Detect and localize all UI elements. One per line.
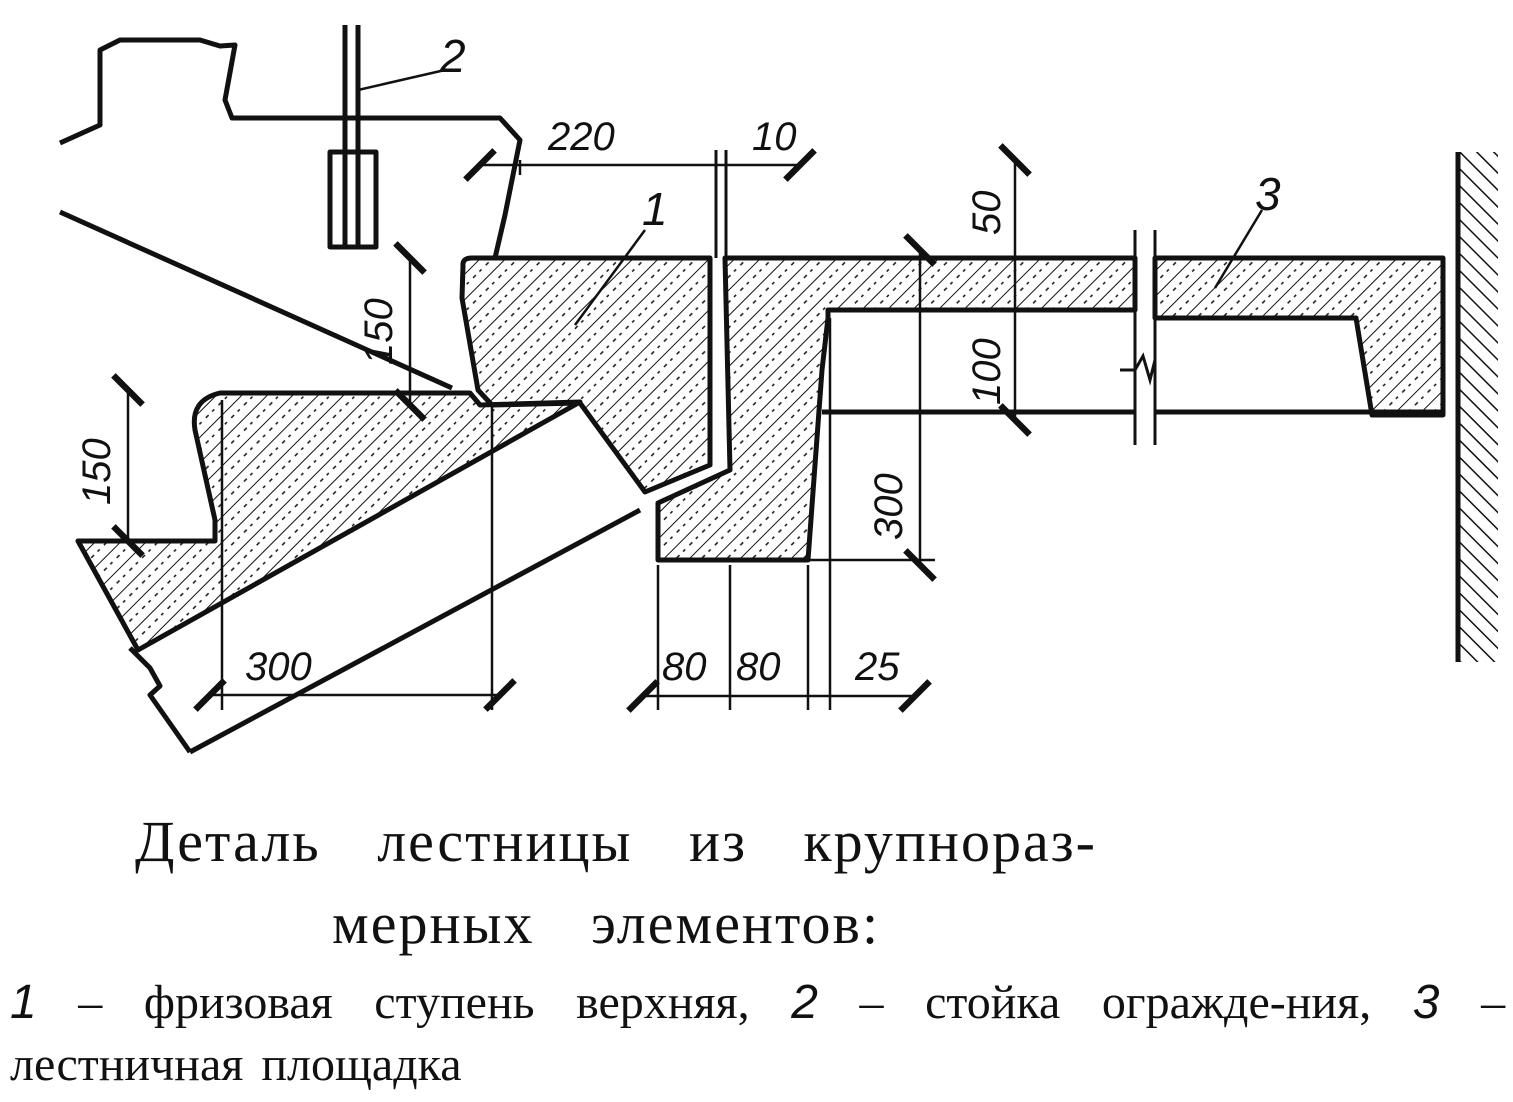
- dim-50: 50: [965, 191, 1009, 236]
- callout-1: 1: [642, 183, 668, 235]
- dim-300-bottom: 300: [245, 645, 312, 689]
- dim-25: 25: [854, 645, 900, 689]
- dim-100: 100: [965, 338, 1009, 405]
- dim-220: 220: [547, 115, 615, 159]
- wall: [1455, 152, 1498, 662]
- legend-text-3: лестничная площадка: [10, 1038, 462, 1091]
- landing-rib-lines: [822, 230, 1443, 445]
- dim-10: 10: [752, 115, 797, 159]
- caption-title-line-2: мерных элементов:: [332, 891, 881, 956]
- caption-title-line-1: Деталь лестницы из крупнораз-: [135, 809, 1097, 874]
- dim-80-b: 80: [736, 645, 781, 689]
- callout-2: 2: [439, 30, 466, 82]
- legend-dash-2: –: [859, 976, 884, 1029]
- legend-num-2: 2: [791, 976, 818, 1029]
- legend-text-1: фризовая ступень верхняя,: [143, 976, 750, 1029]
- legend-num-1: 1: [10, 976, 37, 1029]
- caption-legend: 1 – фризовая ступень верхняя, 2 – стойка…: [10, 972, 1505, 1096]
- legend-num-3: 3: [1412, 976, 1440, 1029]
- dim-80-a: 80: [662, 645, 707, 689]
- landing-slab-element-right: [1152, 255, 1446, 418]
- legend-text-2: стойка огражде-ния,: [925, 976, 1372, 1029]
- railing-post: [58, 25, 523, 259]
- callout-leaders: [357, 68, 1264, 326]
- dim-150-upper: 150: [357, 298, 401, 365]
- dimension-lines: [111, 143, 1032, 713]
- callout-3: 3: [1255, 168, 1281, 220]
- legend-dash-1: –: [78, 976, 103, 1029]
- dim-300-landing: 300: [867, 473, 911, 540]
- frieze-step-element: [459, 255, 713, 495]
- dim-150-lower: 150: [75, 438, 119, 505]
- stair-detail-drawing: 220 10 50 100 150 150 300 300 80 80 25 1…: [58, 25, 1498, 755]
- legend-dash-3: –: [1481, 976, 1506, 1029]
- lower-step-element: [75, 390, 583, 653]
